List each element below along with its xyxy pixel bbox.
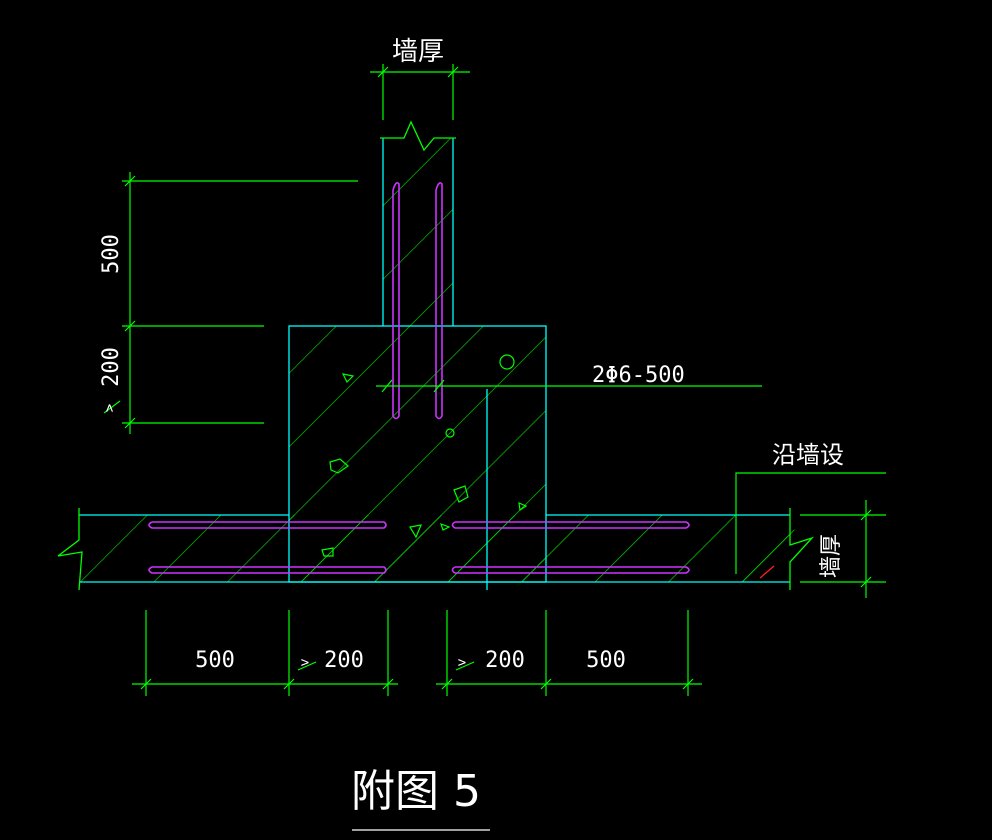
tick xyxy=(447,66,459,78)
slab-right-break xyxy=(789,508,815,590)
tick xyxy=(860,576,872,588)
dim-prefix-bottom-inner-left: > xyxy=(301,655,309,671)
dim-label-bottom-outer-right: 500 xyxy=(586,648,626,673)
tick xyxy=(381,379,393,393)
slab-left-break xyxy=(57,508,83,591)
structure-outline xyxy=(79,138,790,590)
tick xyxy=(124,320,136,332)
slab-rebar-top-right xyxy=(451,521,690,529)
aggregate xyxy=(341,373,355,384)
aggregate xyxy=(409,524,422,539)
aggregate-symbols xyxy=(321,354,528,557)
dim-label-bottom-inner-left: 200 xyxy=(324,648,364,673)
ge-leader xyxy=(455,661,475,671)
tick xyxy=(540,678,552,690)
tick xyxy=(433,379,445,393)
aggregate xyxy=(453,485,469,503)
aggregate xyxy=(329,458,349,474)
slab-rebar-bottom-left xyxy=(148,566,387,574)
tick xyxy=(140,678,152,690)
dim-prefix-left-lower: > xyxy=(102,404,118,412)
rebars xyxy=(148,182,690,574)
tick xyxy=(860,509,872,521)
dim-label-left-upper: 500 xyxy=(99,234,124,274)
figure-title: 附图 5 xyxy=(351,766,481,817)
wall-break-line xyxy=(380,120,456,152)
tick xyxy=(377,66,389,78)
tick xyxy=(124,417,136,429)
tick xyxy=(382,678,394,690)
aggregate xyxy=(440,522,451,531)
dimension-lines xyxy=(103,64,886,696)
footing-hatch xyxy=(289,326,546,582)
tick xyxy=(124,175,136,187)
ge-leader xyxy=(103,400,121,414)
slab-rebar-top-left xyxy=(148,521,387,529)
dim-label-bottom-inner-right: 200 xyxy=(485,648,525,673)
end-hatch xyxy=(736,515,790,582)
rebar-spec-label: 2Φ6-500 xyxy=(592,363,685,388)
aggregate xyxy=(321,547,334,557)
dim-prefix-bottom-inner-right: > xyxy=(458,655,466,671)
dim-label-bottom-outer-left: 500 xyxy=(195,648,235,673)
ge-leader xyxy=(297,661,317,671)
aggregate xyxy=(518,502,528,512)
wall-rebar-right xyxy=(435,182,443,420)
break-lines xyxy=(57,120,815,591)
dim-label-left-lower: 200 xyxy=(99,347,124,387)
along-wall-leader xyxy=(735,472,886,574)
tick xyxy=(682,678,694,690)
wall-thickness-label-right: 墙厚 xyxy=(819,534,844,578)
wall-thickness-label-top: 墙厚 xyxy=(392,37,444,67)
red-accent-mark xyxy=(759,565,775,579)
aggregate xyxy=(499,354,515,370)
tick xyxy=(283,678,295,690)
aggregate xyxy=(445,428,455,438)
along-wall-label: 沿墙设 xyxy=(772,441,844,469)
tick xyxy=(441,678,453,690)
wall-rebar-left xyxy=(392,182,400,420)
slab-rebar-bottom-right xyxy=(451,566,690,574)
text-labels: 墙厚 500 200 > 2Φ6-500 沿墙设 墙厚 500 > 200 > … xyxy=(99,37,844,817)
